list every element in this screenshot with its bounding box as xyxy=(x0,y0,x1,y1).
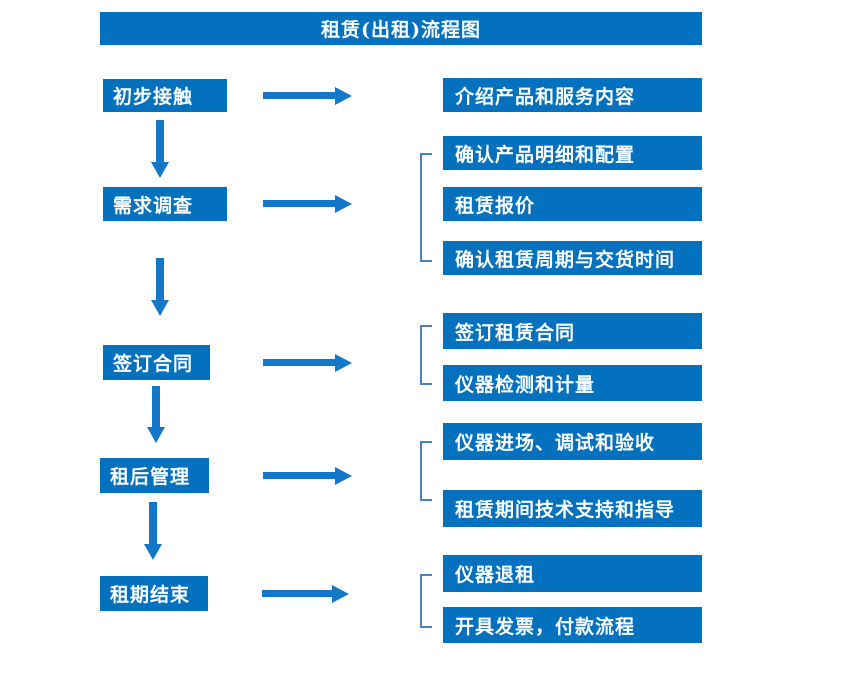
page-title: 租赁(出租)流程图 xyxy=(100,12,702,45)
right-arrow-icon xyxy=(262,590,332,597)
output-box-invoice-payment: 开具发票，付款流程 xyxy=(443,607,702,643)
step-box-sign-contract: 签订合同 xyxy=(103,345,210,380)
output-box-confirm-lease-period: 确认租赁周期与交货时间 xyxy=(443,241,702,275)
output-box-confirm-product-details: 确认产品明细和配置 xyxy=(443,136,702,170)
step-box-demand-survey: 需求调查 xyxy=(103,187,227,221)
right-arrow-icon xyxy=(263,359,335,366)
down-arrow-icon xyxy=(156,120,164,162)
output-box-instrument-testing: 仪器检测和计量 xyxy=(443,365,702,401)
output-box-instrument-return: 仪器退租 xyxy=(443,555,702,592)
down-arrow-icon xyxy=(156,258,164,300)
right-arrow-icon xyxy=(263,200,335,207)
output-box-technical-support: 租赁期间技术支持和指导 xyxy=(443,490,702,527)
group-bracket-icon xyxy=(420,153,432,262)
output-box-instrument-setup: 仪器进场、调试和验收 xyxy=(443,423,702,460)
output-box-sign-lease-contract: 签订租赁合同 xyxy=(443,313,702,349)
step-box-post-rental-management: 租后管理 xyxy=(100,458,209,493)
output-box-introduce-products: 介绍产品和服务内容 xyxy=(443,78,702,112)
output-box-rental-quote: 租赁报价 xyxy=(443,187,702,221)
group-bracket-icon xyxy=(420,574,432,628)
down-arrow-icon xyxy=(149,502,157,544)
down-arrow-icon xyxy=(152,386,160,427)
right-arrow-icon xyxy=(263,92,335,99)
step-box-lease-end: 租期结束 xyxy=(100,576,208,611)
step-box-initial-contact: 初步接触 xyxy=(103,79,227,112)
group-bracket-icon xyxy=(420,441,432,501)
right-arrow-icon xyxy=(263,472,335,479)
group-bracket-icon xyxy=(420,325,432,385)
